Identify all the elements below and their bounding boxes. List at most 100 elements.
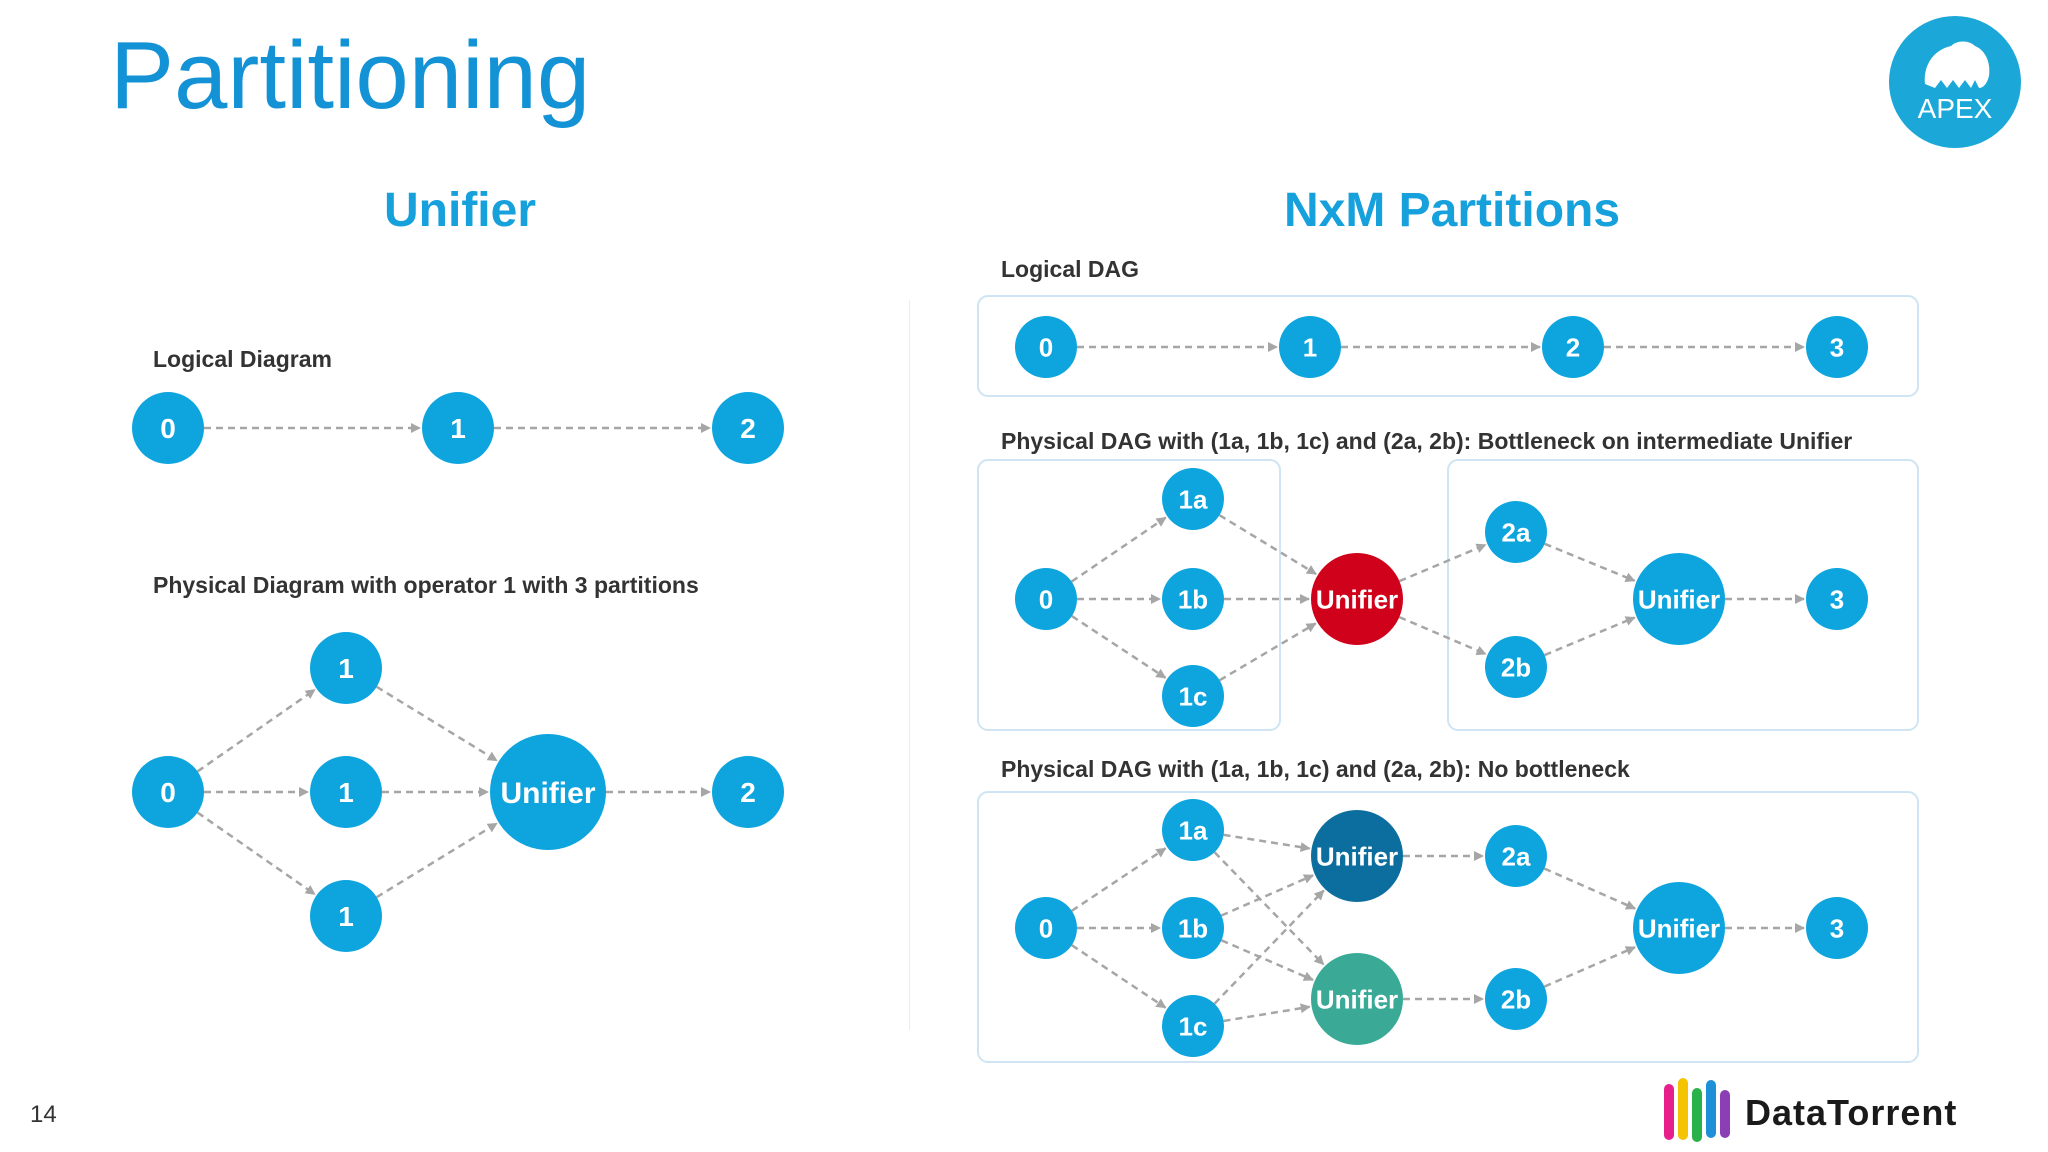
bottleneck-node-3-label: 3	[1830, 584, 1844, 614]
logical-dag-node-0-circle	[1015, 316, 1077, 378]
logical-node-2-circle	[712, 392, 784, 464]
bottleneck-edge-unifier-2b	[1398, 615, 1487, 656]
physical-node-1-partition-a: 1	[310, 632, 382, 704]
physical-node-1-partition-c: 1	[310, 880, 382, 952]
datatorrent-wordmark: DataTorrent	[1745, 1092, 1958, 1133]
column-divider	[909, 300, 910, 1030]
no-bottleneck-final-unifier-circle	[1633, 882, 1725, 974]
bottleneck-node-1a: 1a	[1162, 468, 1224, 530]
no-bottleneck-node-3-circle	[1806, 897, 1868, 959]
no-bottleneck-edge-1c-unifier-a	[1213, 889, 1325, 1005]
physical-node-1-partition-b-circle	[310, 756, 382, 828]
physical-node-1-partition-b-label: 1	[338, 777, 354, 808]
no-bottleneck-node-1c-label: 1c	[1179, 1011, 1208, 1041]
physical-unifier-node-circle	[490, 734, 606, 850]
physical-diagram-caption: Physical Diagram with operator 1 with 3 …	[153, 572, 699, 598]
bottleneck-edge-1c-unifier	[1219, 622, 1317, 682]
no-bottleneck-node-1b: 1b	[1162, 897, 1224, 959]
no-bottleneck-final-unifier: Unifier	[1633, 882, 1725, 974]
left-section-title: Unifier	[383, 184, 537, 237]
no-bottleneck-node-3: 3	[1806, 897, 1868, 959]
physical-node-2-label: 2	[740, 777, 756, 808]
logical-dag-node-2-circle	[1542, 316, 1604, 378]
bottleneck-node-1c-label: 1c	[1179, 681, 1208, 711]
no-bottleneck-unifier-a-label: Unifier	[1316, 841, 1398, 871]
datatorrent-logo-icon	[1664, 1078, 1730, 1142]
no-bottleneck-node-1c: 1c	[1162, 995, 1224, 1057]
physical-node-1-partition-c-label: 1	[338, 901, 354, 932]
bottleneck-intermediate-unifier-circle	[1311, 553, 1403, 645]
physical-node-0-label: 0	[160, 777, 176, 808]
bottleneck-node-2b-label: 2b	[1501, 652, 1531, 682]
bottleneck-edge-0-1c	[1071, 615, 1167, 679]
physical-node-1-partition-c-circle	[310, 880, 382, 952]
logical-node-0-circle	[132, 392, 204, 464]
bottleneck-final-unifier-circle	[1633, 553, 1725, 645]
no-bottleneck-edge-2b-unifier	[1543, 946, 1636, 988]
physical-node-0: 0	[132, 756, 204, 828]
bottleneck-dag-caption: Physical DAG with (1a, 1b, 1c) and (2a, …	[1001, 428, 1853, 454]
logical-node-1-circle	[422, 392, 494, 464]
no-bottleneck-node-2b: 2b	[1485, 968, 1547, 1030]
no-bottleneck-node-2a: 2a	[1485, 825, 1547, 887]
physical-node-2-circle	[712, 756, 784, 828]
physical-node-2: 2	[712, 756, 784, 828]
physical-node-1-partition-a-circle	[310, 632, 382, 704]
logical-dag-node-0: 0	[1015, 316, 1077, 378]
bottleneck-node-1a-label: 1a	[1179, 484, 1208, 514]
right-section-title: NxM Partitions	[1283, 184, 1621, 237]
logical-node-2: 2	[712, 392, 784, 464]
no-bottleneck-node-1a: 1a	[1162, 799, 1224, 861]
bottleneck-left-panel	[977, 459, 1281, 731]
bottleneck-edge-2a-unifier	[1544, 542, 1636, 582]
no-bottleneck-dag-caption: Physical DAG with (1a, 1b, 1c) and (2a, …	[1001, 756, 1630, 782]
bottleneck-edge-2b-unifier	[1544, 616, 1636, 657]
bottleneck-node-0-circle	[1015, 568, 1077, 630]
no-bottleneck-edge-1a-unifier-b	[1213, 851, 1325, 966]
bottleneck-node-2a: 2a	[1485, 501, 1547, 563]
bottleneck-node-1c-circle	[1162, 665, 1224, 727]
no-bottleneck-panel	[977, 791, 1919, 1063]
no-bottleneck-node-1a-circle	[1162, 799, 1224, 861]
no-bottleneck-node-2a-circle	[1485, 825, 1547, 887]
logo-bar-3	[1692, 1088, 1702, 1142]
apex-logo-text: APEX	[1918, 93, 1993, 124]
bottleneck-node-1b: 1b	[1162, 568, 1224, 630]
bottleneck-edge-unifier-2a	[1398, 543, 1487, 583]
logical-dag-node-3-label: 3	[1830, 332, 1844, 362]
logical-dag-node-1-label: 1	[1303, 332, 1317, 362]
page-number: 14	[30, 1101, 57, 1128]
logical-dag-node-1-circle	[1279, 316, 1341, 378]
no-bottleneck-final-unifier-label: Unifier	[1638, 913, 1720, 943]
physical-node-1-partition-b: 1	[310, 756, 382, 828]
no-bottleneck-node-2b-circle	[1485, 968, 1547, 1030]
no-bottleneck-node-1c-circle	[1162, 995, 1224, 1057]
bottleneck-node-1c: 1c	[1162, 665, 1224, 727]
bottleneck-edge-1a-unifier	[1218, 514, 1317, 576]
no-bottleneck-unifier-a: Unifier	[1311, 810, 1403, 902]
bottleneck-intermediate-unifier: Unifier	[1311, 553, 1403, 645]
apex-logo-gorilla	[1924, 41, 1990, 88]
physical-unifier-node-label: Unifier	[500, 777, 595, 810]
no-bottleneck-unifier-b-circle	[1311, 953, 1403, 1045]
apex-logo-icon: APEX	[1889, 16, 2021, 148]
bottleneck-node-2b: 2b	[1485, 636, 1547, 698]
no-bottleneck-edge-1a-unifier-a	[1223, 833, 1311, 853]
no-bottleneck-edge-0-1a	[1071, 847, 1167, 912]
no-bottleneck-node-3-label: 3	[1830, 913, 1844, 943]
no-bottleneck-node-1b-circle	[1162, 897, 1224, 959]
bottleneck-node-0-label: 0	[1039, 584, 1053, 614]
no-bottleneck-node-0: 0	[1015, 897, 1077, 959]
logical-dag-node-2-label: 2	[1566, 332, 1580, 362]
no-bottleneck-node-1a-label: 1a	[1179, 815, 1208, 845]
logical-dag-node-1: 1	[1279, 316, 1341, 378]
no-bottleneck-unifier-b: Unifier	[1311, 953, 1403, 1045]
physical-unifier-node: Unifier	[490, 734, 606, 850]
logo-bar-2	[1678, 1078, 1688, 1140]
physical-node-1-partition-a-label: 1	[338, 653, 354, 684]
bottleneck-node-1b-label: 1b	[1178, 584, 1208, 614]
bottleneck-node-2b-circle	[1485, 636, 1547, 698]
bottleneck-node-3: 3	[1806, 568, 1868, 630]
logo-bar-1	[1664, 1084, 1674, 1140]
bottleneck-node-1b-circle	[1162, 568, 1224, 630]
